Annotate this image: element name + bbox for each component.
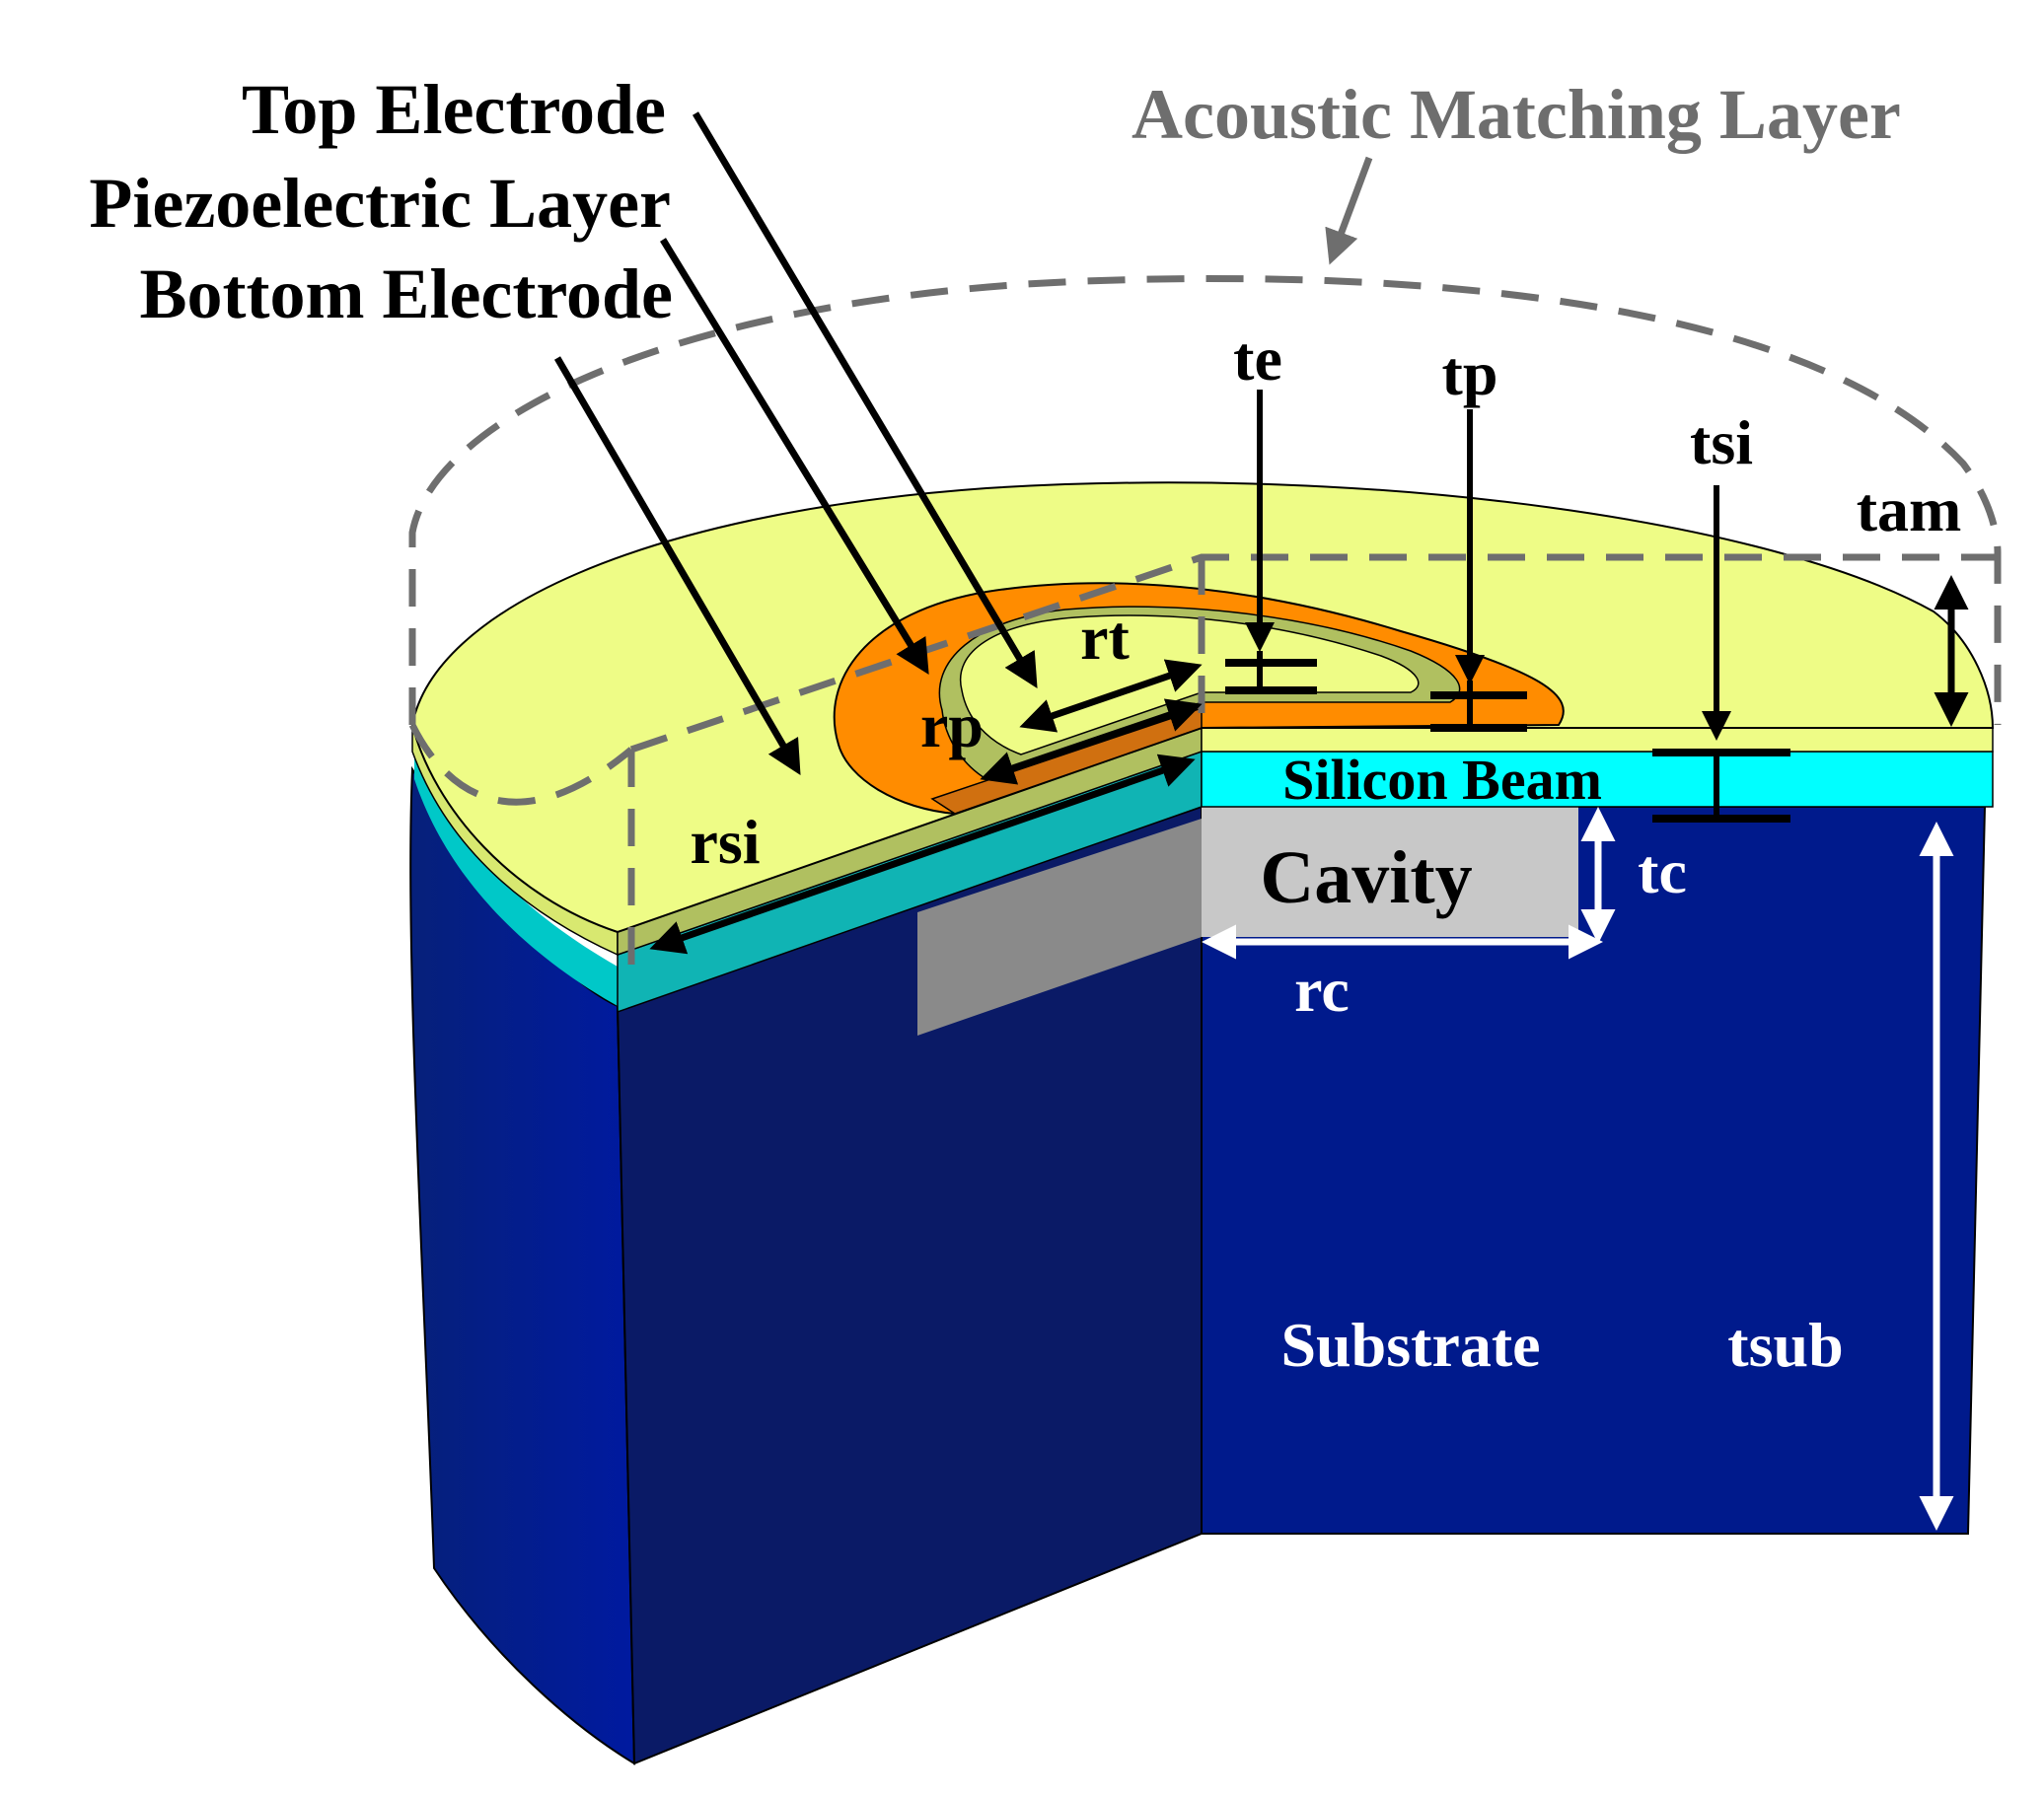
- rsi-label: rsi: [690, 807, 760, 877]
- tp-label: tp: [1442, 338, 1498, 408]
- rp-label: rp: [920, 690, 984, 760]
- tc-label: tc: [1638, 836, 1687, 906]
- cavity-region: [1202, 807, 1578, 937]
- bottom-electrode-leader: [553, 356, 801, 776]
- top-electrode-label: Top Electrode: [242, 70, 666, 149]
- rc-label: rc: [1294, 955, 1350, 1025]
- acoustic-matching-outline: [408, 275, 2002, 725]
- silicon-beam-label: Silicon Beam: [1282, 748, 1602, 812]
- tsub-label: tsub: [1727, 1310, 1843, 1380]
- substrate-label: Substrate: [1280, 1310, 1540, 1380]
- cavity-label: Cavity: [1260, 836, 1472, 919]
- te-label: te: [1233, 323, 1282, 394]
- piezoelectric-leader: [660, 238, 929, 675]
- rt-label: rt: [1080, 603, 1130, 673]
- piezoelectric-layer-label: Piezoelectric Layer: [89, 164, 671, 243]
- silicon-beam-curved-side: [414, 750, 618, 1006]
- acoustic-matching-layer-label: Acoustic Matching Layer: [1132, 75, 1901, 154]
- bottom-electrode-label: Bottom Electrode: [139, 254, 673, 333]
- acoustic-matching-outline-front: [408, 723, 634, 806]
- acoustic-matching-leader: [1325, 156, 1373, 265]
- rsi-arrow: [649, 754, 1196, 955]
- top-electrode-leader: [692, 111, 1038, 689]
- tsi-label: tsi: [1690, 407, 1753, 477]
- tam-label: tam: [1857, 474, 1962, 544]
